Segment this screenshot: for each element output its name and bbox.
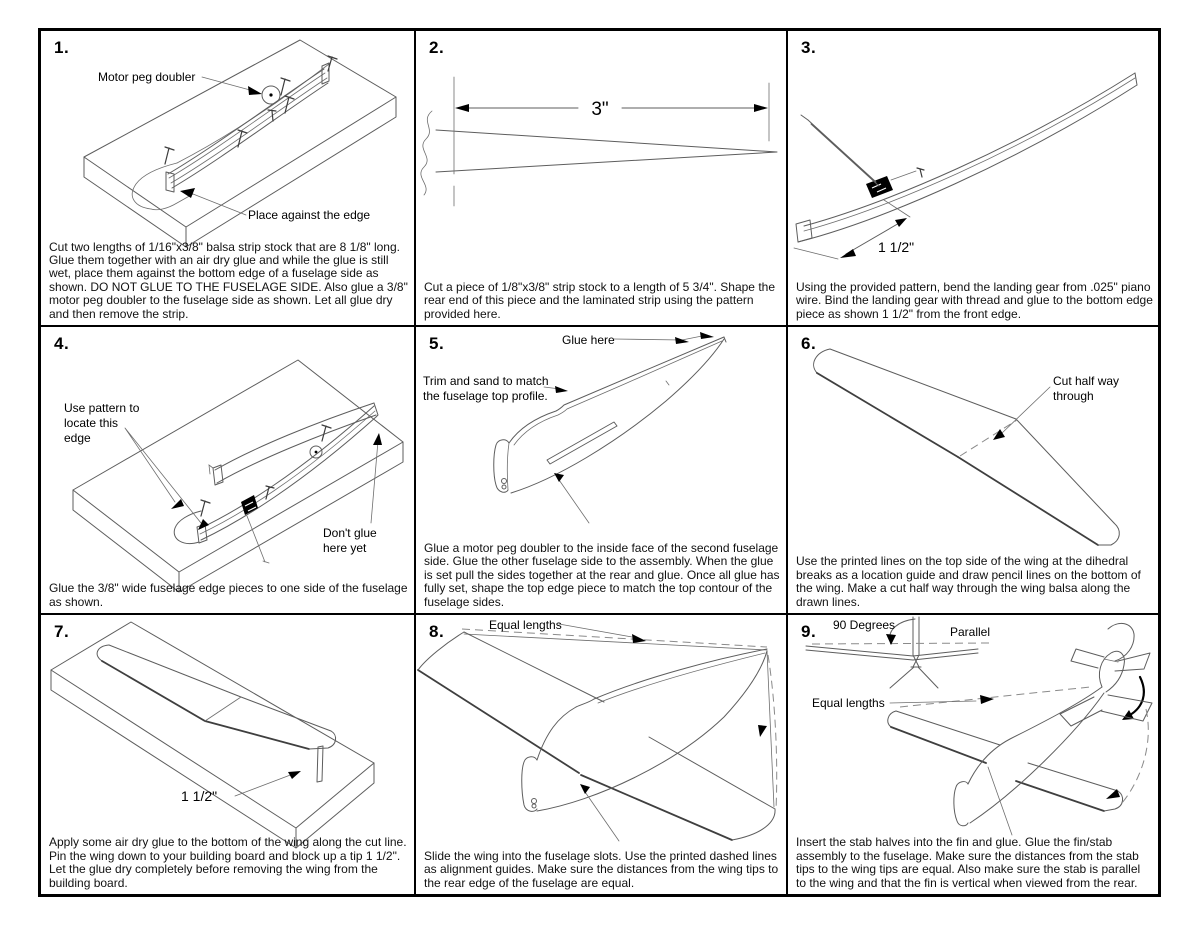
building-board [83, 39, 397, 248]
step-panel-5: Glue here Trim and sand to match the fus… [416, 327, 788, 615]
rear-view-diagram [805, 616, 993, 689]
top-edge-piece [208, 402, 379, 486]
dont-glue-label-line1: Don't glue [323, 526, 377, 540]
spacer-stick [316, 745, 324, 783]
dimension-3in [453, 76, 770, 207]
glue-here-label: Glue here [562, 333, 615, 347]
dimension-1-5in-label: 1 1/2" [878, 239, 914, 255]
step-number: 3. [801, 38, 817, 57]
landing-gear-wire [800, 114, 925, 198]
instruction-sheet-grid: Motor peg doubler Place against the edge… [38, 28, 1161, 897]
use-pattern-label-line1: Use pattern to [64, 401, 140, 415]
leader-lines [180, 76, 262, 216]
fuselage [953, 686, 1105, 827]
use-pattern-label-line2: locate this [64, 416, 118, 430]
step-3-illustration: 1 1/2" [793, 72, 1138, 260]
leader-lines [558, 623, 633, 842]
leader-lines [543, 332, 714, 524]
use-pattern-label-line3: edge [64, 431, 91, 445]
step-caption: Cut a piece of 1/8"x3/8" strip stock to … [424, 279, 775, 321]
fuselage-assembly [493, 336, 727, 494]
pattern-taper-outline [420, 110, 778, 196]
cut-half-way-label-line2: through [1053, 389, 1094, 403]
step-2-illustration: 3" [420, 76, 778, 207]
equal-lengths-label: Equal lengths [812, 696, 885, 710]
step-panel-1: Motor peg doubler Place against the edge… [41, 31, 416, 327]
motor-peg-doubler-label: Motor peg doubler [98, 70, 195, 84]
alignment-lines [889, 686, 1149, 836]
step-number: 1. [54, 38, 70, 57]
right-wing [1015, 762, 1123, 812]
motor-peg-doubler-part [241, 495, 258, 515]
alignment-lines [461, 628, 778, 810]
step-caption: Use the printed lines on the top side of… [796, 554, 1141, 609]
step-panel-4: Use pattern to locate this edge Don't gl… [41, 327, 416, 615]
step-number: 7. [54, 622, 70, 641]
step-7-illustration: 1 1/2" [50, 621, 375, 849]
dimension-1-5in [793, 199, 911, 260]
leader-lines [234, 771, 301, 797]
leader-lines [124, 427, 382, 564]
step-panel-7: 1 1/2" 7. Apply some air dry glue to the… [41, 615, 416, 894]
step-panel-2: 3" 2. Cut a piece of 1/8"x3/8" strip sto… [416, 31, 788, 327]
left-wing [887, 710, 1001, 764]
place-against-edge-label: Place against the edge [248, 208, 370, 222]
equal-lengths-label: Equal lengths [489, 618, 562, 632]
wing-blank [813, 348, 1120, 546]
t-pins [164, 55, 338, 165]
step-8-illustration: Equal lengths [417, 618, 778, 842]
leader-lines [993, 386, 1051, 440]
laminated-strip [165, 62, 330, 193]
step-6-illustration: Cut half way through [813, 348, 1120, 546]
step-panel-3: 1 1/2" 3. Using the provided pattern, be… [788, 31, 1158, 327]
building-board [72, 359, 404, 593]
bottom-edge-piece [795, 72, 1138, 243]
left-wing [417, 631, 605, 774]
step-panel-6: Cut half way through 6. Use the printed … [788, 327, 1158, 615]
dimension-3in-label: 3" [591, 99, 608, 120]
step-caption: Apply some air dry glue to the bottom of… [49, 835, 407, 890]
trim-label-line1: Trim and sand to match [423, 374, 549, 388]
step-number: 9. [801, 622, 817, 641]
step-caption: Glue a motor peg doubler to the inside f… [424, 540, 780, 609]
right-wing [580, 736, 776, 841]
fuselage [521, 648, 768, 812]
step-caption: Insert the stab halves into the fin and … [796, 835, 1141, 890]
t-pins [200, 424, 332, 517]
step-caption: Glue the 3/8" wide fuselage edge pieces … [49, 581, 408, 609]
step-5-illustration: Glue here Trim and sand to match the fus… [423, 332, 727, 524]
step-number: 4. [54, 334, 70, 353]
trim-label-line2: the fuselage top profile. [423, 389, 548, 403]
cut-half-way-label-line1: Cut half way [1053, 374, 1119, 388]
step-number: 6. [801, 334, 817, 353]
motor-peg-hole [309, 445, 323, 459]
fin-stab-assembly [1070, 622, 1151, 720]
building-board [50, 621, 375, 849]
step-4-illustration: Use pattern to locate this edge Don't gl… [64, 359, 404, 593]
step-number: 5. [429, 334, 445, 353]
wing-on-board [96, 644, 336, 750]
step-panel-8: Equal lengths 8. Slide the wing into the… [416, 615, 788, 894]
step-caption: Cut two lengths of 1/16"x3/8" balsa stri… [49, 239, 408, 321]
step-panel-9: 90 Degrees Parallel Equal lengths 9. Ins… [788, 615, 1158, 894]
step-caption: Slide the wing into the fuselage slots. … [424, 848, 779, 890]
motor-peg-doubler-part [261, 85, 281, 122]
parallel-label: Parallel [950, 625, 990, 639]
ninety-degrees-label: 90 Degrees [833, 618, 895, 632]
fin-and-stab [1059, 650, 1153, 727]
step-number: 2. [429, 38, 445, 57]
bottom-edge-piece [196, 405, 377, 544]
step-caption: Using the provided pattern, bend the lan… [796, 279, 1153, 321]
dimension-1-5in-label: 1 1/2" [181, 788, 217, 804]
step-9-illustration: 90 Degrees Parallel Equal lengths [805, 616, 1153, 836]
dont-glue-label-line2: here yet [323, 541, 367, 555]
step-number: 8. [429, 622, 445, 641]
fuselage-side-nose [173, 510, 202, 544]
step-1-illustration: Motor peg doubler Place against the edge [83, 39, 397, 248]
